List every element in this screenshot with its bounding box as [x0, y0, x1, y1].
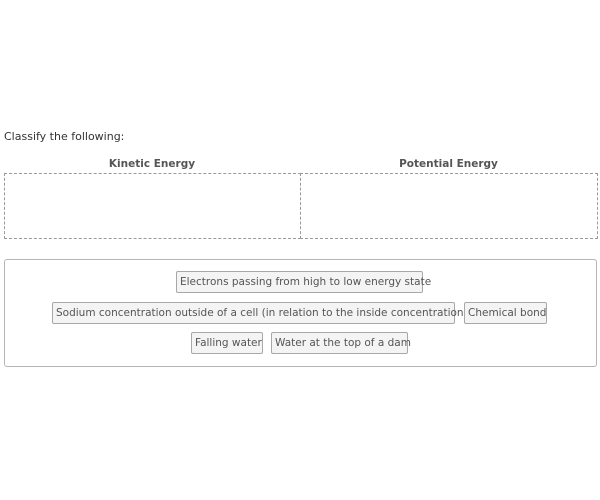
draggable-item-label: Sodium concentration outside of a cell (…: [56, 307, 468, 319]
draggable-item-falling-water[interactable]: Falling water: [191, 332, 263, 354]
draggable-item-label: Chemical bond: [468, 307, 547, 319]
dropzone-potential-energy[interactable]: [300, 173, 598, 239]
draggable-item-label: Water at the top of a dam: [275, 337, 411, 349]
draggable-item-label: Electrons passing from high to low energ…: [180, 276, 432, 288]
draggable-item-water-dam[interactable]: Water at the top of a dam: [271, 332, 411, 354]
draggable-item-electrons[interactable]: Electrons passing from high to low energ…: [176, 271, 432, 293]
category-label-kinetic: Kinetic Energy: [108, 158, 196, 170]
draggable-item-label: Falling water: [195, 337, 262, 349]
draggable-item-sodium-concentration[interactable]: Sodium concentration outside of a cell (…: [52, 302, 468, 324]
category-label-potential: Potential Energy: [399, 158, 498, 170]
dropzone-kinetic-energy[interactable]: [4, 173, 301, 239]
question-prompt: Classify the following:: [4, 130, 125, 143]
draggable-item-chemical-bond[interactable]: Chemical bond: [464, 302, 547, 324]
